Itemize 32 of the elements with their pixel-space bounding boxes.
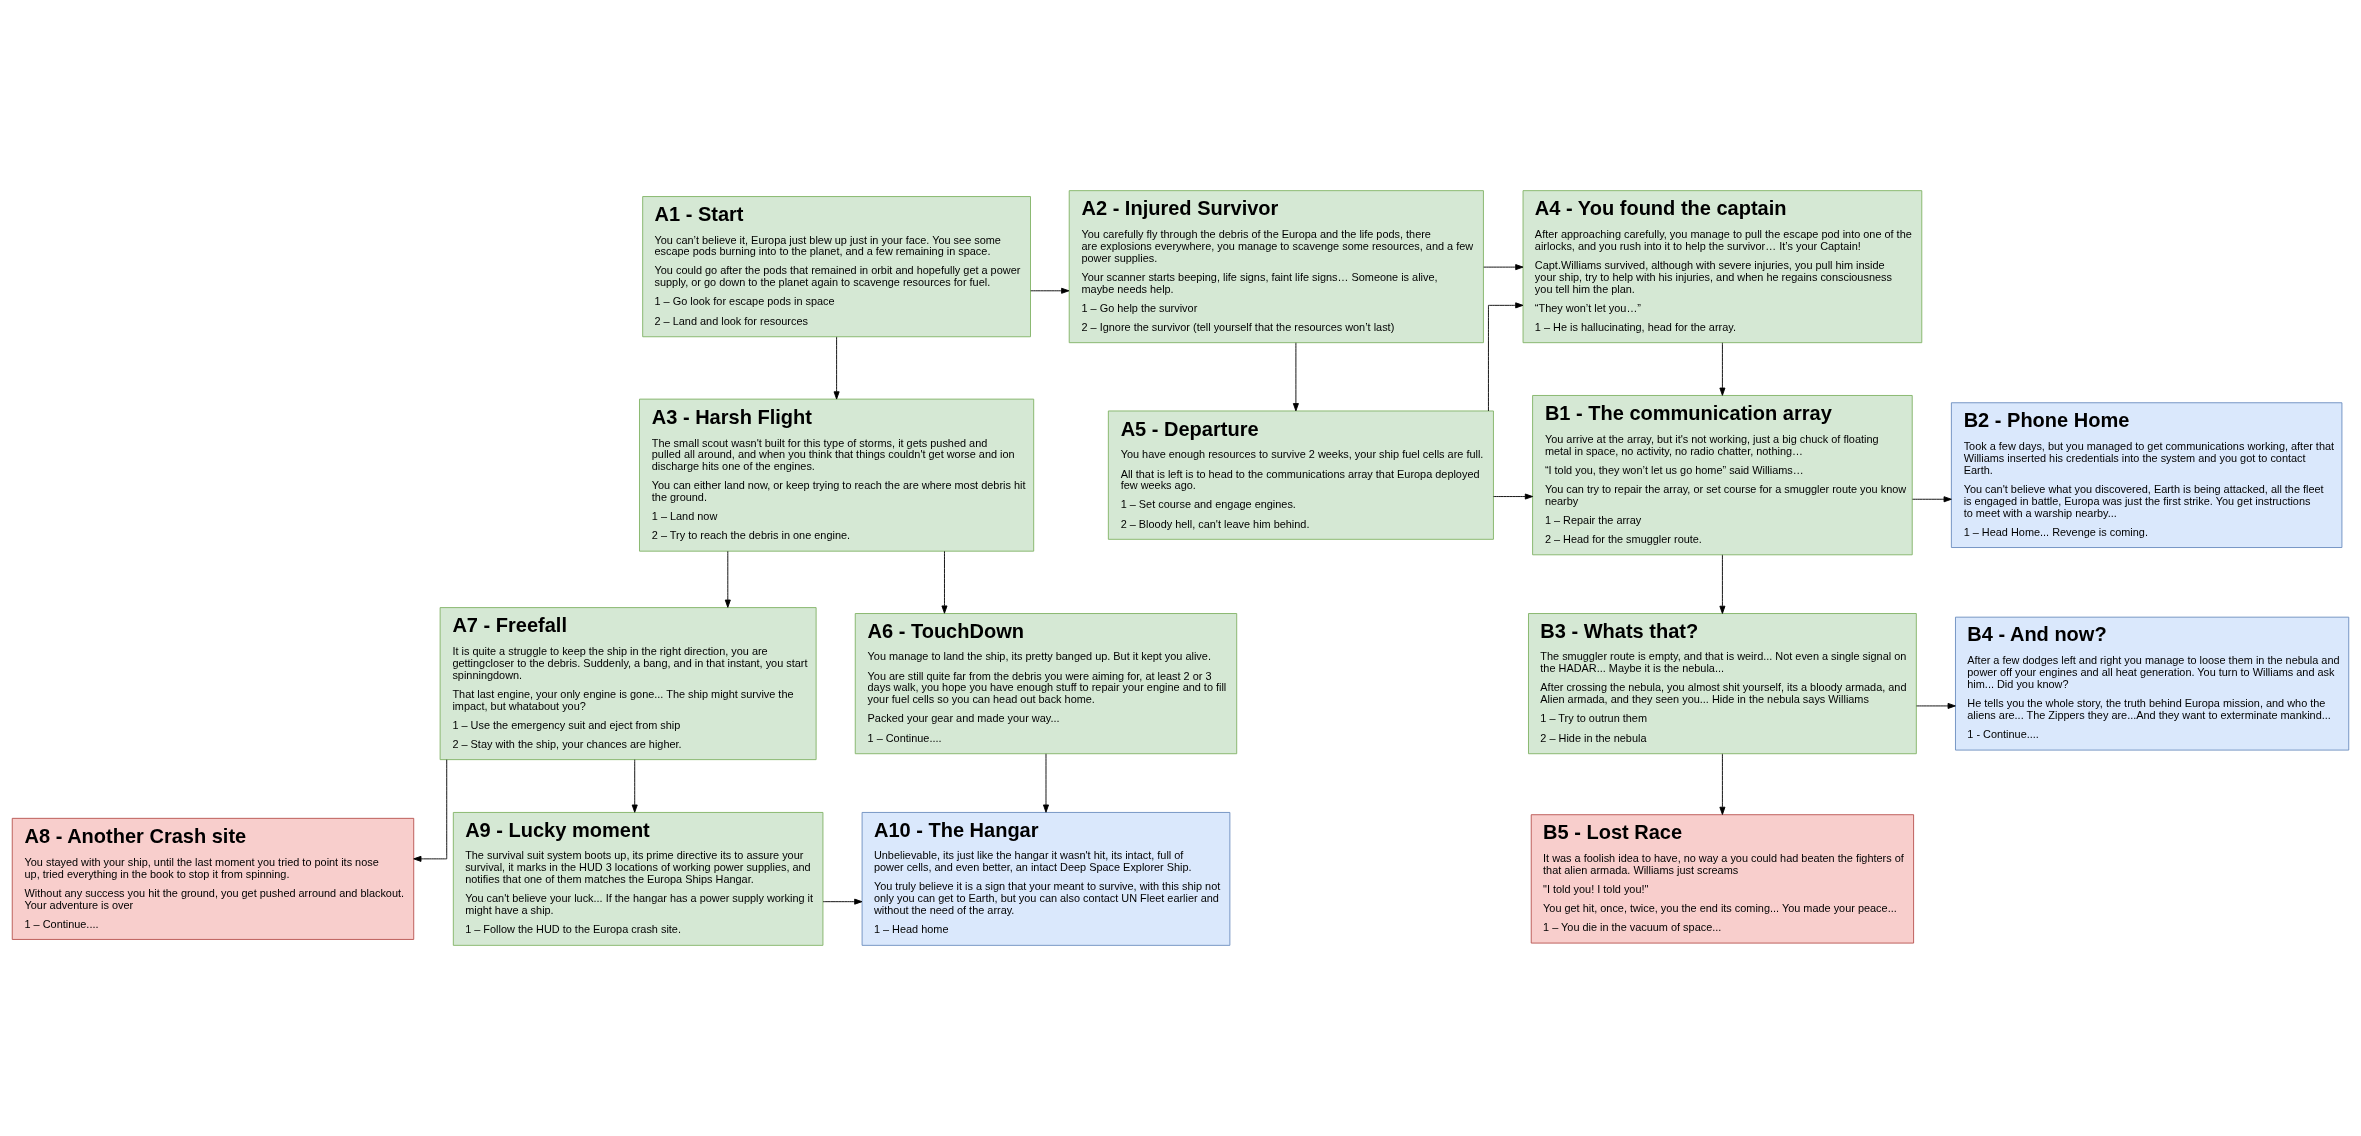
node-box: B1 - The communication array You arrive at the array, but it's not working, just a big chuck of floating metal in space, no activity, no radio chatter, nothing… “I told you, they won’t let us go home” said Williams… You can try to repair the array, or set course for a smuggler route you know nearby 1 – Repair the array 2 – Head for the smuggler route. [1532, 395, 1913, 556]
arrow [1483, 264, 1524, 271]
node-box: A1 - Start You can’t believe it, Europa just blew up just in your face. You see some escape pods burning into to the planet, and a few remaining in space. You could go after the pods that remained in orbit and hopefully get a power supply, or go down to the planet again to scavenge resources for fuel. 1 – Go look for escape pods in space 2 – Land and look for resources [642, 196, 1031, 338]
arrow [1916, 702, 1956, 709]
node-box: B4 - And now? After a few dodges left and right you manage to loose them in the nebula and power off your engines and all heat generation. You turn to Williams and ask him... Did you know? He tells you the whole story, the truth behind Europa mission, and who the aliens are... The Zippers they are...And they want to exterminate mankind... 1 - Continue.... [1955, 616, 2350, 751]
arrow [1043, 753, 1049, 813]
arrow [1030, 287, 1070, 294]
node-box: B5 - Lost Race It was a foolish idea to have, no way a you could had beaten the fighters of that alien armada. Williams just screams "I told you! I told you!" You get hit, once, twice, you the end its coming... You made your peace... 1 – You die in the vacuum of space... [1530, 814, 1915, 944]
node-box: B2 - Phone Home Took a few days, but you managed to get communications working, after that Williams inserted his credentials into the system and you got to contact Earth. You can't believe what you discovered, Earth is being attacked, all the fleet is engaged in battle, Europa was just the first strike. You get instructions to meet with a warship nearby... 1 – Head Home... Revenge is coming. [1950, 402, 2343, 548]
arrow [1912, 496, 1952, 503]
arrow [724, 550, 731, 608]
arrow [1488, 302, 1524, 412]
node-box: A5 - Departure You have enough resources to survive 2 weeks, your ship fuel cells are full. All that is left is to head to the communications array that Europa deployed few weeks ago. 1 – Set course and engage engines. 2 – Bloody hell, can't leave him behind. [1107, 410, 1494, 540]
arrow [941, 550, 948, 614]
node-box: B3 - Whats that? The smuggler route is empty, and that is weird... Not even a single signal on the HADAR... Maybe it is the nebula... After crossing the nebula, you almost shit yourself, its a bloody armada, and Alien armada, and they seen you... Hide in the nebula says Williams 1 – Try to outrun them 2 – Hide in the nebula [1528, 613, 1917, 755]
node-box: A7 - Freefall It is quite a struggle to keep the ship in the right direction, you are gettingcloser to the debris. Suddenly, a bang, and in that instant, you start spinningdown. That last engine, your only engine is gone... The ship might survive the impact, but whatabout you? 1 – Use the emergency suit and eject from ship 2 – Stay with the ship, your chances are higher. [439, 607, 817, 761]
arrow [1493, 493, 1534, 500]
node-box: A6 - TouchDown You manage to land the ship, its pretty banged up. But it kept you alive. You are still quite far from the debris you were aiming for, at least 2 or 3 days walk, you hope you have enough stuff to repair your engine and to fill your fuel cells so you can head out back home. Packed your gear and made your way... 1 – Continue.... [854, 613, 1238, 755]
arrow [1719, 554, 1726, 614]
arrow [413, 759, 448, 862]
node-box: A9 - Lucky moment The survival suit system boots up, its prime directive its to assure your survival, it marks in the HUD 3 locations of working power supplies, and notifies that one of them matches the Europa Ships Hangar. You can't believe your luck... If the hangar has a power supply working it might have a ship. 1 – Follow the HUD to the Europa crash site. [452, 812, 824, 946]
node-box: A10 - The Hangar Unbelievable, its just like the hangar it wasn't hit, its intact, full of power cells, and even better, an intact Deep Space Explorer Ship. You truly believe it is a sign that your meant to survive, with this ship not only you can get to Earth, but you can also contact UN Fleet earlier and without the need of the array. 1 – Head home [861, 812, 1231, 946]
node-box: A2 - Injured Survivor You carefully fly through the debris of the Europa and the life pods, there are explosions everywhere, you manage to scavenge some resources, and a few power supplies. Your scanner starts beeping, life signs, faint life signs… Someone is alive, maybe needs help. 1 – Go help the survivor 2 – Ignore the survivor (tell yourself that the resources won’t last) [1068, 190, 1484, 344]
arrow [631, 759, 638, 813]
arrow [1719, 342, 1726, 396]
node-box: A4 - You found the captain After approaching carefully, you manage to pull the escape pod into one of the airlocks, and you rush into it to help the survivor… It’s your Captain! Capt.Williams survived, although with severe injuries, you pull him inside your ship, try to help with his injuries, and when he regains consciousness you tell him the plan. “They won’t let you…” 1 – He is hallucinating, head for the array. [1522, 190, 1923, 344]
arrow [1719, 753, 1726, 815]
arrow [1292, 342, 1299, 412]
arrow [833, 336, 840, 400]
node-box: A3 - Harsh Flight The small scout wasn't built for this type of storms, it gets pushed and pulled all around, and when you think that things couldn't get worse and ion discharge hits one of the engines. You can either land now, or keep trying to reach the are where most debris hit the ground. 1 – Land now 2 – Try to reach the debris in one engine. [639, 398, 1035, 552]
node-box: A8 - Another Crash site You stayed with your ship, until the last moment you tried to point its nose up, tried everything in the book to stop it from spinning. Without any success you hit the ground, you get pushed arround and blackout. Your adventure is over 1 – Continue.... [11, 817, 415, 940]
arrow [822, 898, 863, 905]
